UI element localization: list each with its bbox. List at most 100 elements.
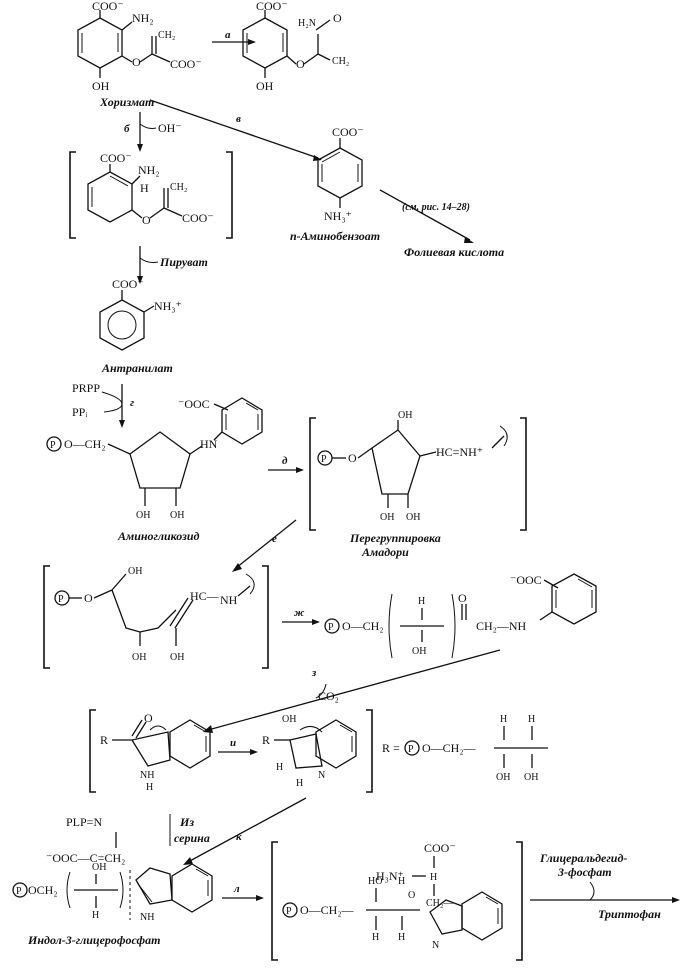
pyruvate-label: Пируват	[159, 255, 208, 269]
step-a-label: а	[225, 29, 231, 41]
r-group-definition: R = P O—CH₂— H H OH OH	[382, 714, 548, 783]
plp-ooc: ⁻OOC—C=CH₂	[46, 851, 125, 865]
step-b-label: б	[124, 123, 130, 135]
g3p-label-2: 3-фосфат	[557, 865, 612, 879]
enol-o: O	[84, 591, 93, 605]
final-ho: HO	[368, 876, 382, 887]
product-a-coo: COO⁻	[256, 0, 288, 13]
int1-o: O	[142, 213, 151, 227]
int1-ch2: CH₂	[170, 182, 187, 193]
amadori-label-2: Амадори	[361, 545, 409, 559]
arrow-folic	[379, 189, 471, 241]
step-l-label: л	[233, 883, 240, 895]
pab-label: п-Аминобензоат	[290, 229, 380, 243]
aminoglycoside-structure: P O—CH₂ HN OH OH ⁻OOC Аминогликозид	[46, 397, 263, 543]
final-h3n: H₃N⁺	[376, 869, 404, 883]
r-och2: O—CH₂—	[422, 741, 477, 755]
anthranilate-coo: COO⁻	[112, 277, 144, 291]
product-a-ch2: CH₂	[332, 56, 349, 67]
plp-label: PLP=N	[66, 815, 102, 829]
cyc-r-left: R	[100, 733, 108, 747]
r-phosphate: P	[408, 744, 414, 755]
cyc-o-left: O	[144, 711, 153, 725]
chorismate-coo: COO⁻	[92, 0, 124, 13]
aminoglycoside-label: Аминогликозид	[117, 529, 199, 543]
enol-oh1: OH	[132, 652, 146, 663]
enol-phosphate: P	[58, 594, 64, 605]
cyc-nh-left: NH	[140, 770, 154, 781]
aminoglycoside-och2: O—CH₂	[64, 437, 106, 451]
step-v-label: в	[236, 113, 241, 125]
from-serine-2: серина	[174, 831, 210, 845]
int1-h: H	[140, 181, 149, 195]
final-intermediate-structure: P O—CH₂— HO H H O H COO⁻ H₃N⁺ H CH₂— N	[271, 841, 523, 961]
cdrp-och2: O—CH₂	[342, 619, 384, 633]
oh-minus: OH⁻	[158, 121, 182, 135]
amadori-o: O	[348, 451, 357, 465]
amadori-oh2: OH	[406, 512, 420, 523]
amadori-label-1: Перегруппировка	[349, 531, 441, 545]
anthranilate-nh3: NH₃⁺	[154, 299, 182, 313]
chorismate-nh2: NH₂	[132, 11, 154, 25]
plp-serine: PLP=N ⁻OOC—C=CH₂ Из серина	[46, 814, 210, 920]
chorismate-structure: COO⁻ NH₂ O CH₂ COO⁻ OH Хоризмат	[77, 0, 202, 109]
enol-oh2: OH	[170, 652, 184, 663]
from-serine-1: Из	[179, 815, 194, 829]
step-z-label: з	[311, 667, 317, 679]
co2-label: CO₂	[318, 689, 339, 703]
folic-acid-label: Фолиевая кислота	[404, 245, 504, 259]
cyc-h-right-1: H	[276, 762, 283, 773]
final-coo: COO⁻	[424, 841, 456, 855]
r-equals: R =	[382, 741, 400, 755]
igp-nh: NH	[140, 912, 154, 923]
prpp-label: PRPP	[72, 381, 100, 395]
amadori-oh1: OH	[380, 512, 394, 523]
cdrp-h-top: H	[418, 596, 425, 607]
r-h1: H	[500, 714, 507, 725]
r-h2: H	[528, 714, 535, 725]
arrow-k	[187, 797, 307, 863]
enol-hc: HC—	[190, 589, 220, 603]
intermediate-1-structure: COO⁻ NH₂ H O CH₂ COO⁻	[69, 151, 233, 239]
final-ch2: CH₂—	[426, 898, 454, 909]
arrow-e	[235, 519, 297, 569]
cdrp-structure: P O—CH₂ H H OH O CH₂—NH ⁻OOC	[324, 573, 597, 659]
cyclization-intermediates: R O NH H и OH R H H N	[89, 709, 373, 793]
chorismate-oh: OH	[92, 79, 110, 93]
amadori-oh-top: OH	[398, 410, 412, 421]
cyc-h-right-2: H	[296, 778, 303, 789]
amadori-phosphate: P	[321, 454, 327, 465]
enol-nh: NH	[220, 593, 238, 607]
igp-label: Индол-3-глицерофосфат	[27, 933, 160, 947]
cyc-r-right: R	[262, 733, 270, 747]
chorismate-coo2: COO⁻	[170, 57, 202, 71]
igp-h: H	[92, 910, 99, 921]
r-oh1: OH	[496, 772, 510, 783]
step-d-label: д	[282, 455, 288, 467]
final-h2: H	[398, 876, 405, 887]
cdrp-phosphate: P	[328, 622, 334, 633]
int1-nh2: NH₂	[138, 163, 160, 177]
r-oh2: OH	[524, 772, 538, 783]
cdrp-ooc: ⁻OOC	[510, 573, 542, 587]
tryptophan-label: Триптофан	[598, 907, 661, 921]
final-h1: H	[372, 932, 379, 943]
cyc-n-right: N	[318, 770, 325, 781]
aminoglycoside-phosphate: P	[50, 440, 56, 451]
see-fig-label: (см. рис. 14–28)	[402, 202, 470, 213]
aminoglycoside-hn: HN	[200, 437, 218, 451]
cyc-oh-right: OH	[282, 714, 296, 725]
step-g-label: г	[130, 397, 134, 409]
step-zh-label: ж	[294, 607, 305, 619]
ppi-label: PPᵢ	[72, 405, 87, 419]
pab-coo: COO⁻	[332, 125, 364, 139]
aminoglycoside-ooc: ⁻OOC	[178, 397, 210, 411]
step-e-label: е	[272, 533, 277, 545]
isochorismate-product: COO⁻ H₂N O O CH₂ OH	[242, 0, 349, 93]
product-a-oh: OH	[256, 79, 274, 93]
aminoglycoside-oh1: OH	[136, 510, 150, 521]
final-n: N	[432, 940, 439, 951]
igp-phosphate: P	[16, 886, 22, 897]
final-h-ch: H	[430, 872, 437, 883]
